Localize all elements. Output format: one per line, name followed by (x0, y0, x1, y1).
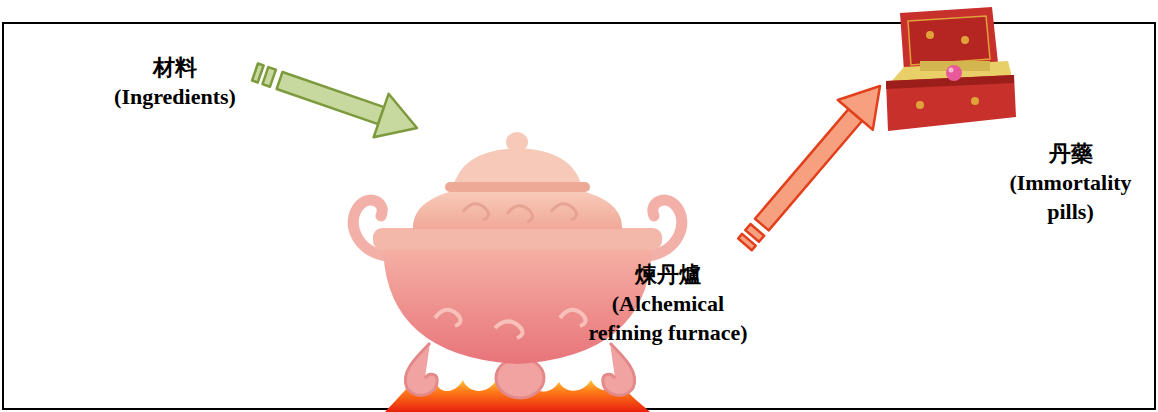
furnace-body-part (383, 243, 652, 364)
arrow-head (374, 94, 417, 138)
furnace-lid-part (506, 132, 528, 152)
arrow-tail-bar (745, 224, 764, 242)
box-lid-part (908, 16, 990, 65)
node-label: 材料 (Ingredients) (100, 53, 250, 111)
arrow-tail-bar (738, 234, 756, 250)
furnace-lid-part (413, 183, 622, 229)
furnace-legs-part (405, 343, 437, 395)
pills-node: 丹藥 (Immortality pills) (880, 5, 1152, 230)
box-lid-part (926, 31, 934, 39)
arrow-tail-bar (263, 67, 276, 87)
furnace-legs-part (496, 358, 544, 398)
furnace-body-part (373, 228, 662, 250)
node-label: 煉丹爐 (Alchemical refining furnace) (579, 260, 757, 347)
box-lid-part (961, 36, 969, 44)
immortality-pill-part (949, 68, 954, 73)
arrow-head (838, 86, 880, 130)
furnace-body-part (435, 310, 586, 338)
arrow-tail-bar (252, 64, 264, 83)
node-label: 丹藥 (Immortality pills) (998, 139, 1143, 226)
furnace-lid-part (463, 204, 577, 222)
immortality-pill (946, 65, 962, 81)
box-front-part (971, 97, 979, 105)
box-lid-part (900, 7, 998, 71)
furnace-node: 煉丹爐 (Alchemical refining furnace) (345, 128, 745, 405)
ingredients-arrow (252, 64, 417, 138)
box-front-part (916, 101, 924, 109)
box-front (886, 75, 1016, 131)
furnace-lid (413, 132, 622, 229)
immortality-pill-part (946, 65, 962, 81)
arrow-shaft (755, 109, 862, 230)
arrow-shaft (277, 72, 384, 124)
pill-box-illustration (880, 5, 1020, 135)
box-lid (900, 7, 998, 71)
furnace-legs-part (603, 343, 635, 395)
product-arrow (738, 86, 880, 250)
ingredients-node: 材料 (Ingredients) (95, 45, 255, 135)
furnace-lid-part (445, 182, 590, 192)
box-front-part (886, 75, 1016, 131)
